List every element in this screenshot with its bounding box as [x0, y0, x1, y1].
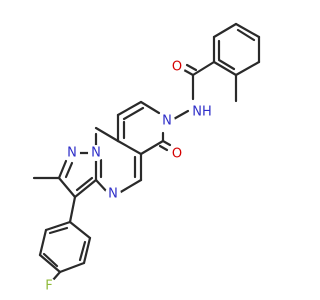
bond [234, 60, 261, 77]
atom-labels: O NH N N N O N F [41, 59, 212, 294]
bond [182, 68, 195, 77]
bond [170, 109, 190, 122]
bond [191, 60, 216, 77]
bond [158, 144, 169, 152]
bond [38, 253, 62, 274]
bond [117, 178, 143, 195]
bond [48, 226, 69, 235]
bond [73, 178, 98, 199]
bond [82, 236, 92, 265]
bond [78, 240, 87, 262]
bond [75, 176, 94, 192]
bond [38, 228, 48, 257]
molecule-diagram: O NH N N N O N F [32, 22, 261, 294]
oxygen-ketone-atom: O [169, 146, 185, 162]
svg-text:N: N [91, 146, 101, 161]
bond [185, 63, 198, 72]
bond [139, 139, 165, 156]
svg-text:NH: NH [192, 105, 212, 120]
bond [57, 176, 77, 199]
bond [116, 139, 143, 156]
oxygen-amide-atom: O [169, 59, 185, 75]
bond [161, 139, 172, 147]
svg-text:N: N [108, 187, 118, 202]
svg-text:N: N [162, 114, 172, 129]
bond [139, 100, 161, 115]
pyridinone-nitrogen-atom: N [159, 113, 175, 129]
bond [236, 28, 256, 42]
structure-drawing: O NH N N N O N F [32, 22, 261, 294]
pyrazole-nitrogen-atom: N [64, 145, 80, 161]
bond [64, 161, 74, 179]
bond [58, 261, 86, 274]
svg-text:O: O [172, 147, 182, 162]
svg-text:O: O [172, 60, 182, 75]
bond [212, 22, 238, 39]
bond [212, 60, 238, 77]
bond [68, 220, 92, 240]
bond [68, 195, 77, 224]
bond [94, 126, 120, 143]
bond [122, 106, 145, 121]
bond [234, 22, 261, 39]
bond [51, 270, 62, 282]
svg-text:F: F [45, 279, 52, 294]
bond [57, 159, 68, 180]
fluorine-atom: F [41, 278, 57, 294]
bridgehead-nitrogen-atom: N [88, 145, 104, 161]
bonds [32, 22, 261, 282]
bond [42, 252, 59, 268]
amide-nh-atom: NH [192, 102, 212, 122]
bond [116, 100, 143, 117]
pyrimidine-nitrogen-atom: N [105, 186, 121, 202]
bond [44, 220, 72, 232]
svg-text:N: N [67, 146, 77, 161]
bond [217, 58, 236, 71]
